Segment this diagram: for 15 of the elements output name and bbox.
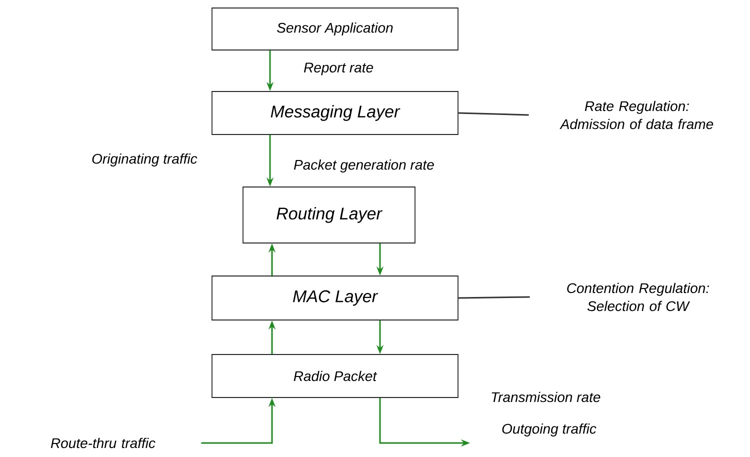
leader-line	[458, 296, 530, 299]
layer-box: Routing Layer	[242, 186, 416, 244]
leader-line	[458, 112, 529, 116]
annotation-text: Contention Regulation: Selection of CW	[567, 282, 709, 312]
layer-box: MAC Layer	[212, 276, 458, 320]
layer-box: Radio Packet	[212, 354, 458, 398]
label-text: Transmission rate	[492, 392, 600, 402]
label-text: Originating traffic	[92, 153, 198, 167]
layer-box: Sensor Application	[212, 8, 458, 50]
annotation-text: Route-thru traffic	[50, 438, 156, 448]
edge-label: Report rate	[304, 62, 374, 76]
edge-label: Outgoing traffic	[502, 423, 596, 436]
layer-box: Messaging Layer	[212, 91, 458, 135]
annotation-text: Rate Regulation: Admission of data frame	[560, 100, 714, 130]
edge-label: Packet generation rate	[294, 159, 434, 173]
